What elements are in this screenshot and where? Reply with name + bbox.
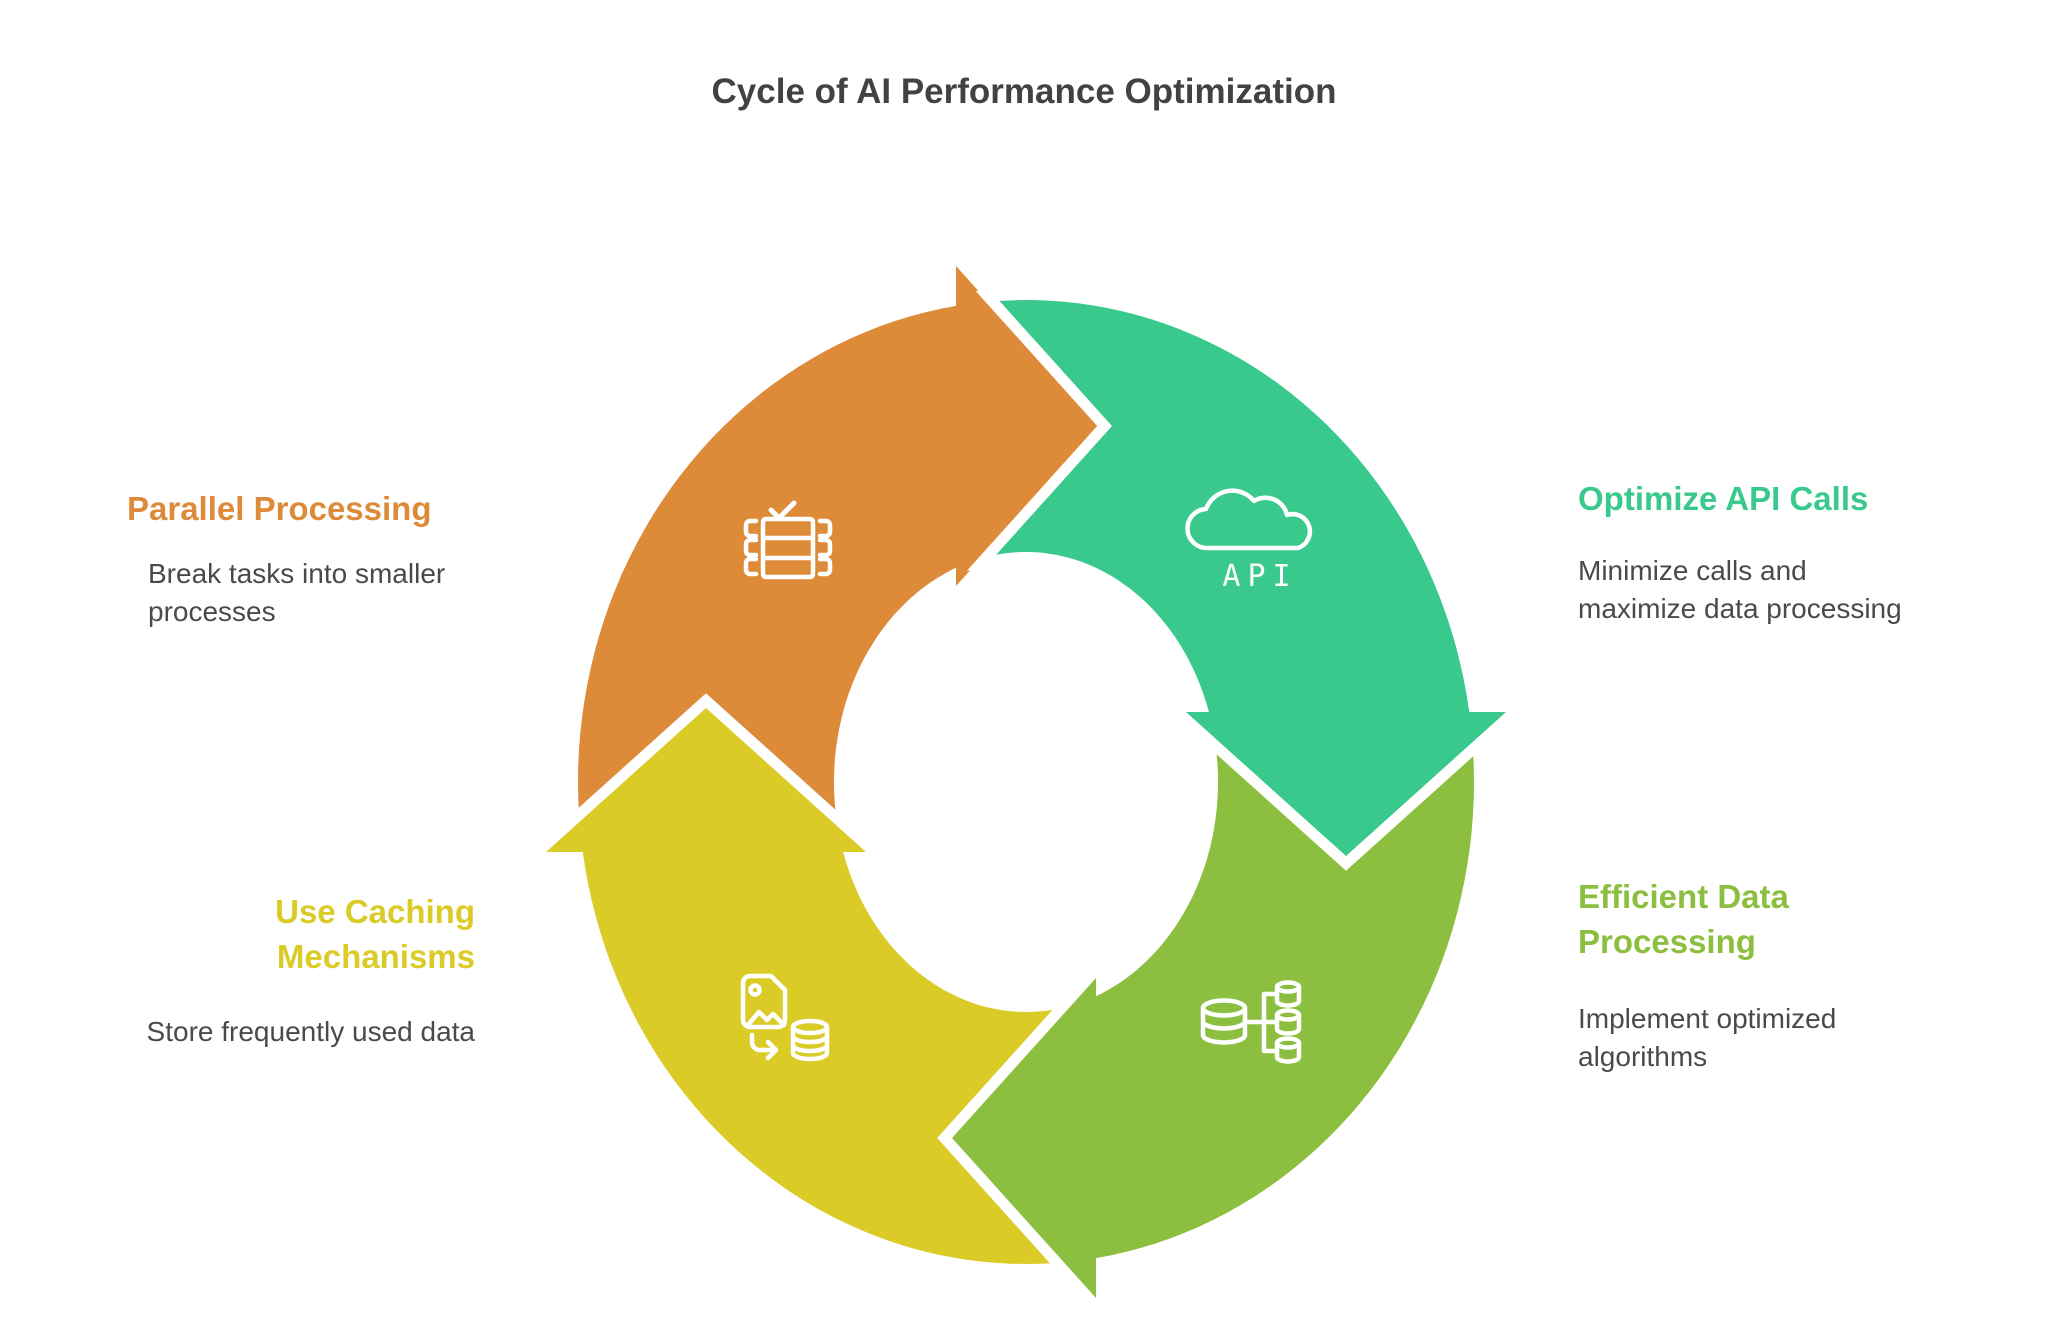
cloud-api-icon: API xyxy=(1185,488,1313,594)
step-optimize-api-calls: Optimize API Calls Minimize calls and ma… xyxy=(1578,476,1902,628)
step-efficient-data-processing: Efficient Data Processing Implement opti… xyxy=(1578,874,1836,1076)
step-label: Parallel Processing xyxy=(127,490,432,527)
connector-lines xyxy=(1242,991,1280,1054)
step-description: Break tasks into smaller processes xyxy=(148,558,446,627)
table-check-icon xyxy=(743,500,833,580)
table-right-bracket xyxy=(817,518,833,577)
table-left-bracket xyxy=(743,518,759,577)
cache-database xyxy=(790,1018,830,1062)
main-database xyxy=(1200,998,1248,1045)
step-label: Optimize API Calls xyxy=(1578,480,1869,517)
step-use-caching-mechanisms: Use Caching Mechanisms Store frequently … xyxy=(119,889,475,1051)
transfer-arrow xyxy=(749,1032,779,1061)
api-label: API xyxy=(1222,559,1297,594)
shard-databases xyxy=(1274,980,1302,1064)
image-dot xyxy=(748,983,762,997)
database-distribution-icon xyxy=(1200,980,1302,1064)
table-rows xyxy=(760,535,816,561)
cycle-segment-optimize-api-calls xyxy=(966,288,1535,871)
step-label: Efficient Data Processing xyxy=(1578,878,1789,960)
image-to-database-icon xyxy=(740,973,830,1062)
cloud-outline xyxy=(1185,488,1313,551)
step-description: Implement optimized algorithms xyxy=(1578,1003,1837,1072)
page-title: Cycle of AI Performance Optimization xyxy=(711,72,1337,111)
cycle-ring xyxy=(517,237,1535,1327)
table-body xyxy=(760,516,816,580)
step-description: Minimize calls and maximize data process… xyxy=(1578,555,1902,624)
step-description: Store frequently used data xyxy=(146,1016,475,1047)
step-label: Use Caching Mechanisms xyxy=(275,893,475,975)
step-parallel-processing: Parallel Processing Break tasks into sma… xyxy=(127,486,445,631)
image-mountain xyxy=(744,1009,787,1029)
